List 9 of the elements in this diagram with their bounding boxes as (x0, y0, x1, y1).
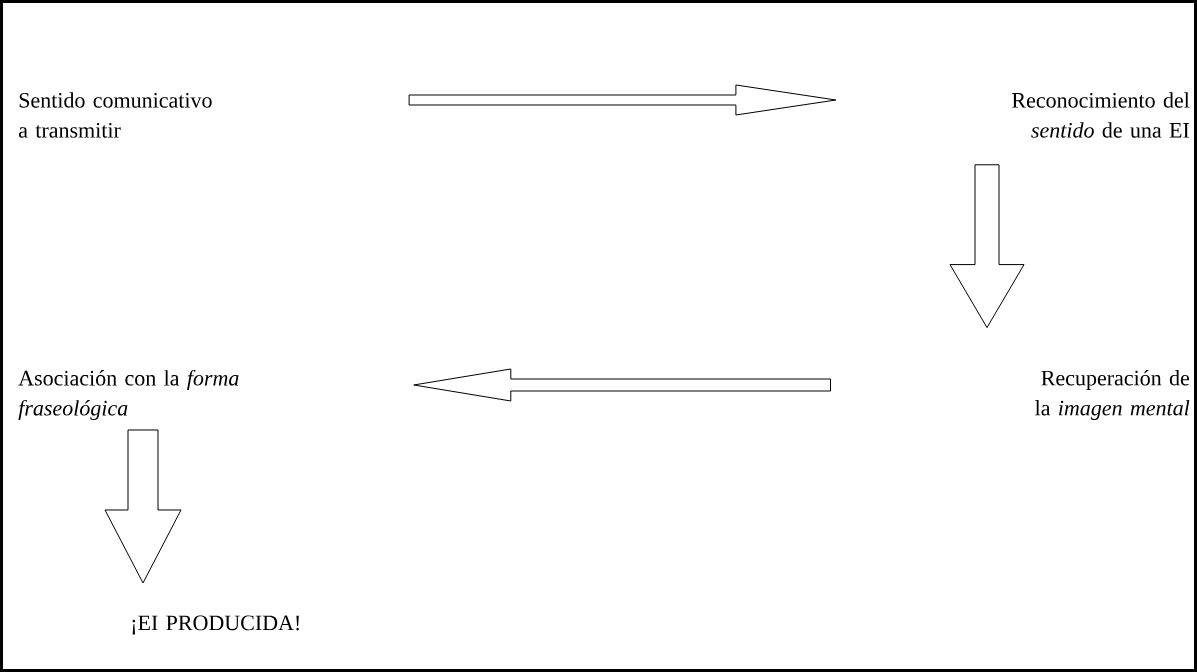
block-arrow (408, 84, 837, 116)
step-text: ¡EI PRODUCIDA! (132, 615, 299, 635)
step-text: Asociación con la forma fraseológica (18, 369, 239, 421)
step-text: Sentido comunicativo a transmitir (19, 92, 212, 138)
step-text: Reconocimiento del sentido de una EI (1012, 92, 1190, 138)
block-arrow (949, 164, 1025, 329)
step-text: Recuperación de la imagen mental (1035, 370, 1190, 420)
block-arrow (104, 429, 182, 584)
block-arrow (413, 368, 831, 402)
